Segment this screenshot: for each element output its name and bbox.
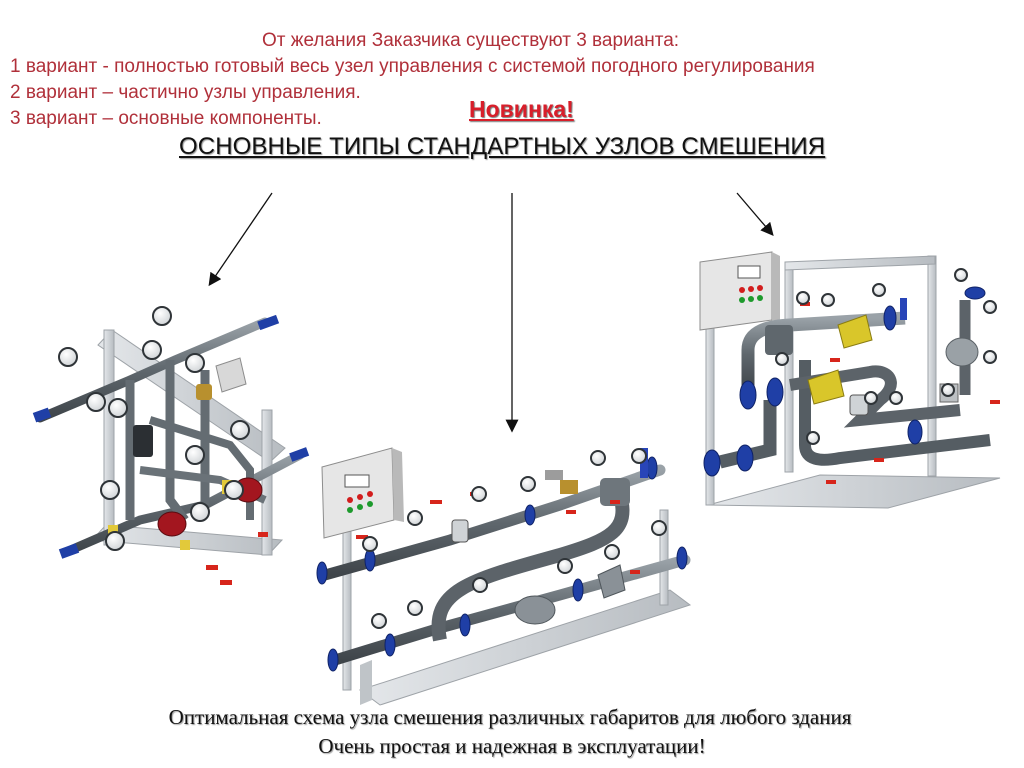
new-badge: Новинка! <box>469 96 574 122</box>
mixing-unit-left <box>32 306 310 585</box>
footer-line-1: Оптимальная схема узла смешения различны… <box>168 705 852 729</box>
intro-line-3: 3 вариант – основные компоненты. <box>10 108 322 129</box>
mixing-unit-right <box>699 251 1001 509</box>
page-heading: ОСНОВНЫЕ ТИПЫ СТАНДАРТНЫХ УЗЛОВ СМЕШЕНИЯ <box>179 133 826 160</box>
arrow-left <box>208 192 273 287</box>
intro-line-0: От желания Заказчика существуют 3 вариан… <box>262 30 680 51</box>
mixing-unit-center <box>316 447 692 706</box>
footer-line-2: Очень простая и надежная в эксплуатации! <box>318 734 706 758</box>
arrow-right <box>736 192 774 236</box>
intro-line-2: 2 вариант – частично узлы управления. <box>10 82 361 103</box>
intro-line-1: 1 вариант - полностью готовый весь узел … <box>10 56 815 77</box>
